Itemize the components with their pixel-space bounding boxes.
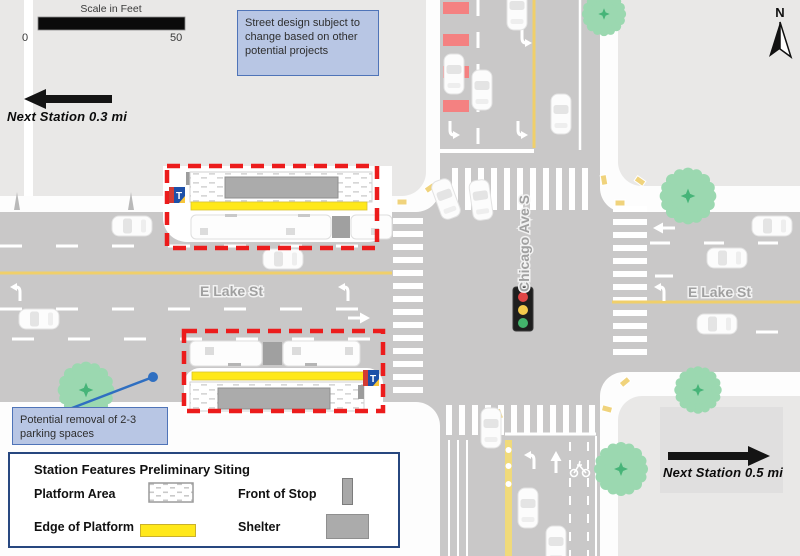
callout-street-design: Street design subject to change based on… — [237, 10, 379, 76]
traffic-signal — [512, 286, 534, 332]
next-station-arrow — [668, 446, 770, 466]
car — [706, 247, 748, 269]
parking-restriction-mark — [443, 2, 469, 14]
scale-bar-max: 50 — [170, 32, 183, 44]
bus — [190, 214, 393, 240]
next-station-plate — [660, 407, 783, 493]
front-of-stop-marker — [358, 385, 364, 399]
parking-restriction-mark — [443, 100, 469, 112]
block-northeast — [618, 0, 800, 186]
shelter-swatch — [326, 514, 369, 539]
legend: Station Features Preliminary Siting Plat… — [8, 452, 400, 548]
metro-transit-logo: T — [169, 187, 185, 203]
north-label: N — [775, 5, 784, 20]
signal-green-light — [518, 318, 528, 328]
callout-parking-removal: Potential removal of 2-3 parking spaces — [12, 407, 168, 445]
leader-dot — [148, 372, 158, 382]
legend-label-platform-area: Platform Area — [34, 487, 116, 501]
prev-station-arrow — [24, 89, 112, 109]
street-labels: E Lake St E Lake St Chicago Ave S — [199, 194, 753, 302]
curb-ramps — [396, 173, 647, 421]
scale-bar — [37, 16, 186, 31]
bike-lane-symbol — [569, 460, 591, 478]
svg-text:T: T — [370, 374, 376, 385]
car — [18, 308, 60, 330]
crosswalks — [393, 168, 647, 435]
station-outline — [164, 163, 380, 251]
car — [471, 69, 493, 111]
street-label-e-lake-east: E Lake St — [688, 284, 751, 300]
car — [506, 0, 528, 31]
car — [480, 407, 502, 449]
scale-bar-title: Scale in Feet — [80, 3, 142, 15]
tree — [674, 366, 722, 414]
next-station-label: Next Station 0.5 mi — [663, 465, 784, 480]
legend-label-shelter: Shelter — [238, 520, 281, 534]
shelter — [224, 176, 339, 199]
flex-post-median — [505, 440, 512, 556]
signal-yellow-light — [518, 305, 528, 315]
shelter — [217, 387, 331, 410]
station-outline — [181, 328, 386, 414]
front-of-stop-swatch — [342, 478, 353, 505]
car — [696, 313, 738, 335]
svg-text:T: T — [176, 191, 182, 202]
scale-bar-min: 0 — [22, 32, 29, 44]
platform-edge — [191, 371, 365, 381]
car — [517, 487, 539, 529]
streetscape-cone — [128, 192, 134, 210]
platform-area-swatch — [148, 482, 194, 508]
car — [550, 93, 572, 135]
tree — [659, 167, 717, 225]
parking-restriction-mark — [443, 34, 469, 46]
edge-of-platform-swatch — [140, 524, 196, 537]
front-of-stop-marker — [186, 172, 192, 185]
tree — [594, 442, 648, 496]
legend-label-edge-of-platform: Edge of Platform — [34, 520, 135, 534]
station-platform-south: T — [181, 328, 386, 414]
car — [111, 215, 153, 237]
north-compass: N — [769, 5, 793, 59]
metro-transit-logo: T — [363, 370, 379, 386]
station-platform-north: T — [164, 163, 393, 251]
street-label-e-lake-west: E Lake St — [200, 283, 263, 299]
street-label-chicago-ave: Chicago Ave S — [516, 195, 532, 292]
car — [262, 248, 304, 270]
car — [443, 53, 465, 95]
signal-red-light — [518, 292, 528, 302]
streetscape-cone — [14, 192, 20, 210]
platform-edge — [190, 201, 368, 211]
legend-label-front-of-stop: Front of Stop — [238, 487, 317, 501]
car — [545, 525, 567, 556]
bus — [189, 340, 361, 367]
legend-title: Station Features Preliminary Siting — [34, 462, 250, 477]
car — [751, 215, 793, 237]
prev-station-label: Next Station 0.3 mi — [7, 109, 128, 124]
